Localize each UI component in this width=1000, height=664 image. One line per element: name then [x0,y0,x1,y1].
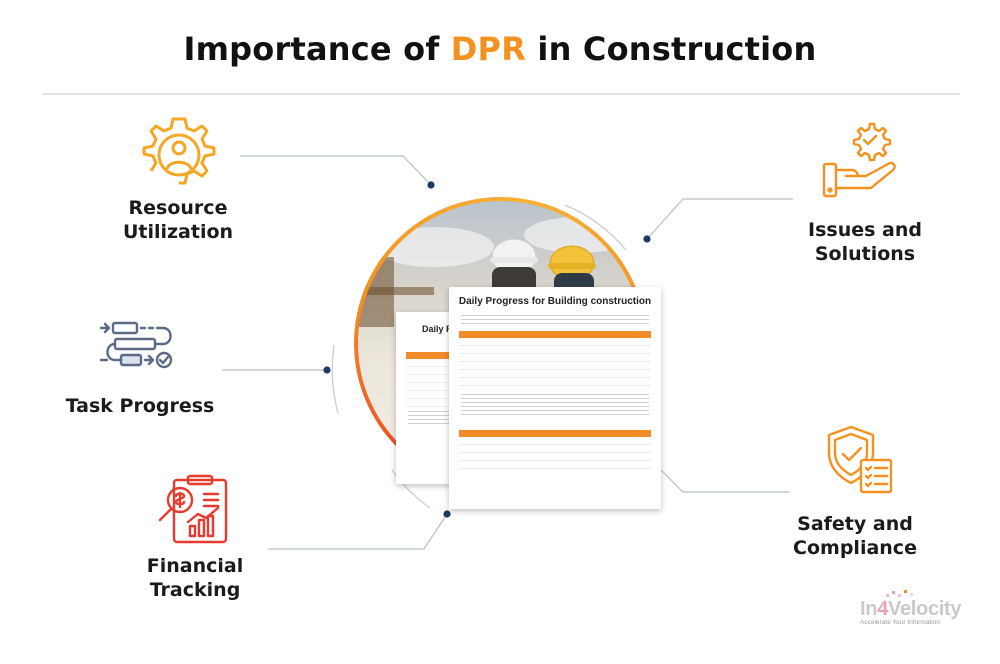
label-line: Compliance [793,537,917,559]
label-financial-tracking: Financial Tracking [120,554,270,602]
label-safety-compliance: Safety and Compliance [780,512,930,560]
label-line: Utilization [122,221,234,243]
label-line: Safety and [797,513,913,535]
arc-left [331,344,339,414]
label-line: Resource [128,197,228,219]
dot-task [323,366,331,374]
doc-row [459,346,651,354]
doc-row [459,445,651,453]
doc-row [459,362,651,370]
connector-safety [648,457,790,493]
label-line: Tracking [149,579,241,601]
title-highlight: DPR [450,30,527,68]
label-line: Issues and [808,219,922,241]
title-suffix: in Construction [526,30,817,68]
title-prefix: Importance of [183,30,451,68]
connector-financial [268,513,448,550]
doc-row [459,354,651,362]
report-magnifier-icon [158,474,228,544]
logo-tagline: Accelerate Your Information [860,619,940,626]
doc-row [459,338,651,346]
shield-checklist-icon [827,425,893,494]
dot-financial [443,510,451,518]
logo-dots-icon [886,590,913,597]
doc-table2-header [459,430,651,437]
doc-row [459,437,651,445]
doc-table-header [459,331,651,338]
page-title: Importance of DPR in Construction [0,30,1000,68]
doc-paragraph [461,394,649,418]
logo-part: Velocity [888,598,962,620]
doc-meta-lines [461,315,649,325]
label-line: Financial [146,555,244,577]
logo-part: 4 [877,598,889,620]
logo-part: In [860,598,878,620]
workflow-icon [99,321,173,369]
label-resource-utilization: Resource Utilization [108,196,248,244]
connector-issues [646,198,793,240]
doc-row [459,453,651,461]
brand-logo: In4Velocity Accelerate Your Information [860,598,970,626]
connector-resource [240,155,432,186]
gear-person-icon [142,117,216,185]
doc-title: Daily Progress for Building construction [458,296,652,307]
dot-resource [427,181,435,189]
label-line: Solutions [814,243,916,265]
logo-wordmark: In4Velocity [860,598,970,621]
hand-gear-icon [822,122,896,198]
doc-back-title: Daily P [422,324,453,334]
report-document: Daily Progress for Building construction [449,287,661,509]
title-divider [42,93,960,95]
doc-row [459,378,651,386]
doc-row [459,461,651,469]
label-issues-solutions: Issues and Solutions [790,218,940,266]
label-task-progress: Task Progress [65,395,215,417]
doc-row [459,370,651,378]
